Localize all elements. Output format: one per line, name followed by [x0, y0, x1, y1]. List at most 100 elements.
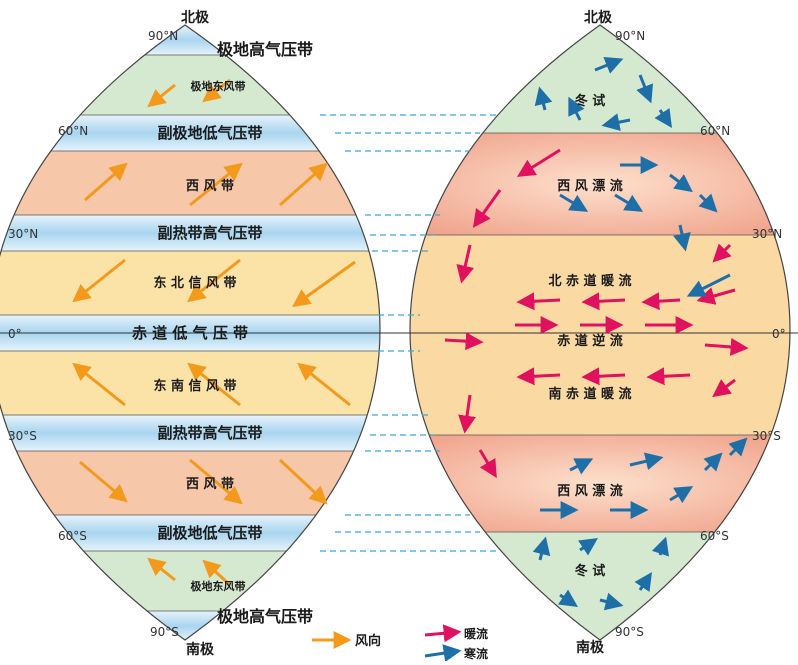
wind-arrow: [72, 258, 126, 303]
lat-eq-right: 0°: [772, 327, 786, 341]
band-subtropical-high-s: [0, 415, 380, 451]
band-subtropical-high-n: [0, 215, 380, 251]
label-westerly-drift-n: 西 风 漂 流: [557, 178, 623, 194]
cold-arrow: [728, 437, 748, 457]
label-westerly-drift-s: 西 风 漂 流: [557, 483, 623, 499]
warm-arrow: [458, 394, 476, 434]
wind-arrow: [189, 162, 243, 207]
cold-arrow: [654, 108, 672, 128]
label-subtropical-high-s: 副热带高气压带: [157, 424, 262, 442]
legend-warm-label: 暖流: [464, 626, 488, 641]
label-equatorial-counter: 赤 道 逆 流: [557, 333, 623, 349]
label-polar-high-n: 极地高气压带: [217, 40, 313, 59]
legend-cold-arrow: [424, 644, 462, 663]
cold-arrow: [578, 538, 598, 556]
cold-arrow: [703, 452, 723, 472]
label-polar-n-right: 冬 试: [575, 93, 606, 109]
warm-arrow: [456, 244, 474, 284]
right-lat-labels: 90°N 60°N 30°N 0° 30°S 60°S 90°S: [615, 29, 786, 639]
lat-90s-right: 90°S: [615, 625, 644, 639]
wind-arrow: [202, 78, 231, 103]
label-subpolar-low-s: 副极地低气压带: [157, 524, 262, 542]
warm-arrow: [704, 337, 749, 356]
warm-arrow: [516, 367, 561, 386]
label-north-equatorial: 北 赤 道 暖 流: [548, 273, 631, 289]
label-westerly-n: 西 风 带: [186, 178, 234, 194]
cold-arrow: [636, 74, 654, 104]
label-westerly-s: 西 风 带: [186, 476, 234, 492]
band-se-trade: [0, 351, 380, 415]
warm-arrow: [712, 378, 736, 398]
band-polar-high-n: [0, 25, 380, 55]
cold-arrow: [634, 572, 652, 592]
lat-90n-left: 90°N: [148, 29, 178, 43]
zone-polar-s: [410, 532, 790, 640]
label-subpolar-low-n: 副极地低气压带: [157, 124, 262, 142]
warm-arrow: [472, 189, 502, 228]
label-ne-trade: 东 北 信 风 带: [153, 275, 236, 291]
band-polar-high-s: [0, 611, 380, 640]
warm-arrow: [641, 292, 681, 311]
wind-arrow: [187, 258, 241, 303]
cold-arrow: [532, 536, 551, 561]
warm-arrow: [712, 243, 732, 263]
right-north-pole-label: 北极: [584, 9, 613, 26]
warm-arrow: [646, 367, 691, 386]
wind-arrow: [297, 362, 351, 407]
connector-dashes: [320, 114, 500, 552]
wind-arrow: [79, 460, 128, 503]
cold-arrow: [569, 458, 594, 475]
wind-arrow: [292, 260, 356, 308]
right-south-pole-label: 南极: [576, 639, 605, 656]
cold-arrow: [686, 273, 731, 297]
label-south-equatorial: 南 赤 道 暖 流: [548, 386, 631, 402]
label-subtropical-high-n: 副热带高气压带: [157, 224, 262, 242]
cold-arrow: [698, 193, 718, 213]
lat-30s-right: 30°S: [752, 429, 781, 443]
warm-arrow: [696, 287, 736, 305]
warm-current-arrows: [444, 148, 749, 479]
legend-warm-arrow: [424, 624, 462, 643]
wind-arrow: [147, 83, 176, 108]
cold-arrow: [669, 486, 694, 504]
band-ne-trade: [0, 251, 380, 315]
lat-60s-left: 60°S: [58, 529, 87, 543]
warm-arrow: [516, 292, 561, 311]
lat-90n-right: 90°N: [615, 29, 645, 43]
lat-90s-left: 90°S: [150, 625, 179, 639]
left-lat-labels: 90°N 60°N 30°N 0° 30°S 60°S 90°S: [8, 29, 179, 639]
wind-arrow: [278, 458, 328, 505]
cold-arrow: [601, 113, 631, 132]
lat-60s-right: 60°S: [700, 529, 729, 543]
warm-arrow: [581, 292, 626, 311]
cold-arrow: [568, 96, 585, 121]
legend-wind-label: 风向: [355, 633, 381, 649]
lat-30n-left: 30°N: [8, 227, 38, 241]
lat-eq-left: 0°: [8, 327, 22, 341]
cold-arrow: [599, 592, 624, 611]
right-zone-labels: 冬 试 西 风 漂 流 北 赤 道 暖 流 赤 道 逆 流 南 赤 道 暖 流 …: [548, 93, 631, 579]
left-north-pole-label: 北极: [181, 9, 210, 26]
warm-arrow: [516, 148, 561, 177]
warm-arrow: [581, 367, 626, 386]
cold-arrow: [673, 224, 691, 252]
label-polar-high-s: 极地高气压带: [217, 607, 313, 626]
lat-60n-left: 60°N: [58, 124, 88, 138]
legend: 风向 暖流 寒流: [312, 624, 488, 663]
label-polar-easterly-s: 极地东风带: [191, 579, 246, 593]
wind-arrow: [279, 162, 328, 207]
label-polar-s-right: 冬 试: [575, 563, 606, 579]
cold-arrow: [594, 56, 624, 74]
left-belt-labels: 极地高气压带 极地东风带 副极地低气压带 西 风 带 副热带高气压带 东 北 信…: [132, 40, 313, 626]
wind-arrow: [187, 362, 241, 407]
legend-cold-label: 寒流: [463, 646, 488, 661]
lat-60n-right: 60°N: [700, 124, 730, 138]
warm-arrow: [444, 332, 484, 351]
cold-current-arrows: [532, 56, 748, 611]
zone-polar-n: [410, 25, 790, 133]
cold-arrow: [559, 193, 589, 212]
wind-arrow: [72, 362, 126, 407]
cold-arrow: [629, 452, 664, 471]
